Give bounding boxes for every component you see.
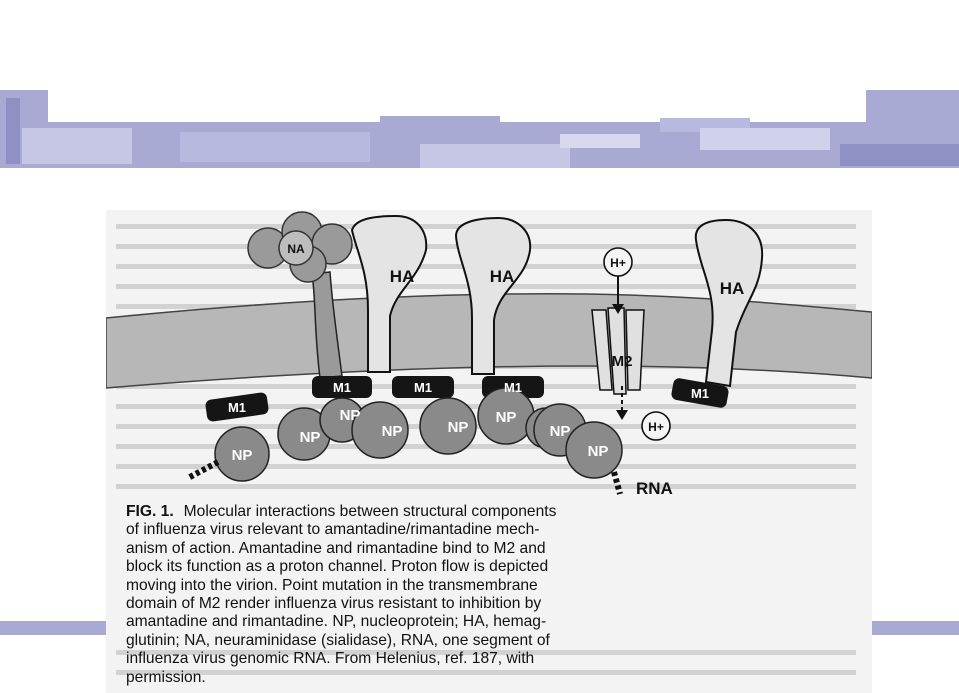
figure-caption: FIG. 1.Molecular interactions between st… [126, 503, 856, 687]
ha-protein-1 [350, 214, 428, 373]
np-label-1: NP [232, 447, 253, 464]
np-label-7: NP [550, 423, 571, 440]
influenza-structure-diagram: NA HA HA HA M2 H+ H+ M1 M1 M1 M1 M1 NP N… [106, 211, 872, 498]
m1-label-5: M1 [691, 386, 709, 401]
h-plus-label-bottom: H+ [648, 420, 664, 434]
figure-number: FIG. 1. [126, 503, 174, 520]
m1-label-1: M1 [228, 400, 246, 415]
np-label-6: NP [496, 409, 517, 426]
m2-channel [591, 274, 645, 420]
np-label-5: NP [448, 419, 469, 436]
na-label: NA [287, 242, 305, 256]
ha-label-2: HA [490, 267, 515, 286]
rna-segment-right [611, 471, 623, 495]
m1-block-1 [205, 392, 269, 422]
scanned-figure: NA HA HA HA M2 H+ H+ M1 M1 M1 M1 M1 NP N… [106, 210, 872, 693]
ha-protein-2 [454, 216, 532, 375]
np-label-8: NP [588, 443, 609, 460]
m1-label-3: M1 [414, 380, 432, 395]
np-label-2: NP [300, 429, 321, 446]
ha-protein-3 [694, 218, 764, 388]
m1-label-4: M1 [504, 380, 522, 395]
np-ball-5 [419, 397, 477, 455]
m1-block-5 [671, 378, 729, 408]
np-ball-9 [565, 421, 623, 479]
rna-segment-left [186, 459, 220, 481]
m1-label-2: M1 [333, 380, 351, 395]
np-ball-1 [214, 426, 270, 482]
h-plus-bottom-circle [641, 411, 671, 441]
np-ball-4 [351, 401, 409, 459]
m2-label: M2 [612, 353, 633, 370]
title-banner-decoration [0, 90, 959, 168]
bottom-rule-left [0, 621, 106, 635]
np-label-3: NP [340, 407, 361, 424]
m1-block-2 [312, 376, 372, 398]
figure-caption-text: Molecular interactions between structura… [126, 503, 557, 686]
h-plus-top-circle [603, 247, 633, 277]
np-label-4: NP [382, 423, 403, 440]
rna-label: RNA [636, 479, 673, 498]
ha-label-1: HA [390, 267, 415, 286]
bottom-rule-right [872, 621, 959, 635]
m1-block-3 [392, 376, 454, 398]
ha-label-3: HA [720, 279, 745, 298]
h-plus-label-top: H+ [610, 256, 626, 270]
